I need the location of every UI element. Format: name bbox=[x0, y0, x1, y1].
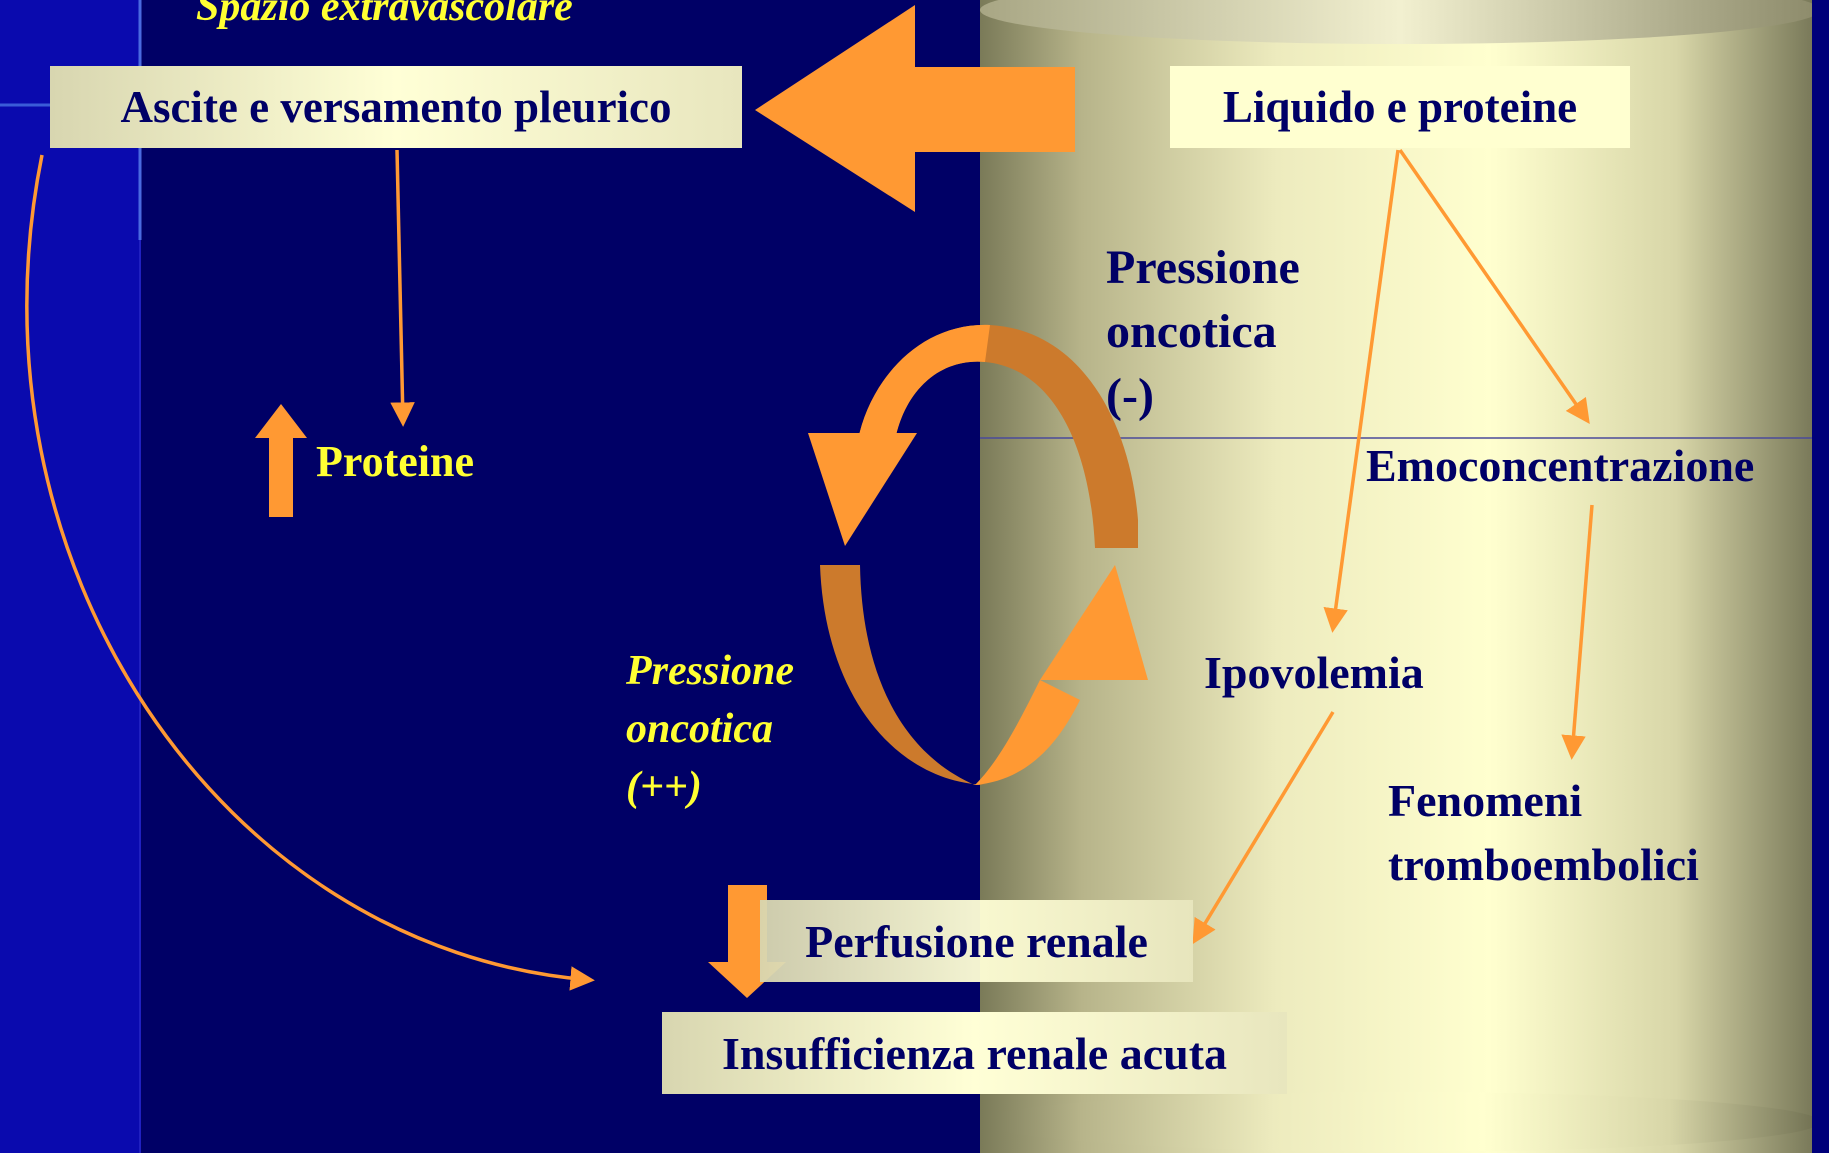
box-renal-failure bbox=[662, 1012, 1287, 1094]
fluid-proteins-label: Liquido e proteine bbox=[1222, 82, 1578, 132]
arrow-hemoconc-to-thrombo bbox=[1561, 504, 1594, 760]
renal-perfusion-label: Perfusione renale bbox=[805, 915, 1148, 967]
thrombo-line2: tromboembolici bbox=[1388, 839, 1699, 890]
box-fluid bbox=[1170, 66, 1630, 148]
acute-renal-failure-label: Insufficienza renale acuta bbox=[721, 1027, 1228, 1079]
box-perfusion bbox=[760, 900, 1193, 982]
thrombo-line1: Fenomeni bbox=[1388, 775, 1583, 826]
up-arrow-icon bbox=[255, 404, 307, 517]
hypovolemia-label: Ipovolemia bbox=[1204, 647, 1424, 698]
big-left-arrow-icon bbox=[755, 5, 1075, 212]
arrow-hypovolemia-to-perfusion bbox=[1192, 711, 1335, 945]
arrow-ascites-to-renal-failure bbox=[25, 154, 595, 991]
oncotic-plus-line1: Pressione bbox=[626, 648, 794, 694]
cycle-arrows-icon bbox=[808, 324, 1148, 785]
hemoconcentration-label: Emoconcentrazione bbox=[1366, 440, 1755, 491]
oncotic-plus-line2: oncotica bbox=[626, 706, 773, 752]
arrow-fluid-to-hypovolemia bbox=[1323, 149, 1400, 633]
oncotic-plus-line3: (++) bbox=[626, 764, 702, 810]
left-strip bbox=[0, 0, 140, 1153]
arrow-fluid-to-hemoconc bbox=[1398, 149, 1590, 425]
proteins-label: Proteine bbox=[316, 437, 475, 486]
ascites-label: Ascite e versamento pleurico bbox=[120, 82, 672, 132]
vessel-top bbox=[980, 0, 1820, 44]
oncotic-minus-line1: Pressione bbox=[1106, 241, 1300, 294]
box-ascites bbox=[50, 66, 742, 148]
extravascular-space-label: Spazio extravascolare bbox=[196, 0, 573, 30]
oncotic-minus-line3: (-) bbox=[1106, 369, 1154, 422]
oncotic-minus-line2: oncotica bbox=[1106, 305, 1277, 358]
arrow-ascites-to-proteins bbox=[390, 149, 415, 427]
